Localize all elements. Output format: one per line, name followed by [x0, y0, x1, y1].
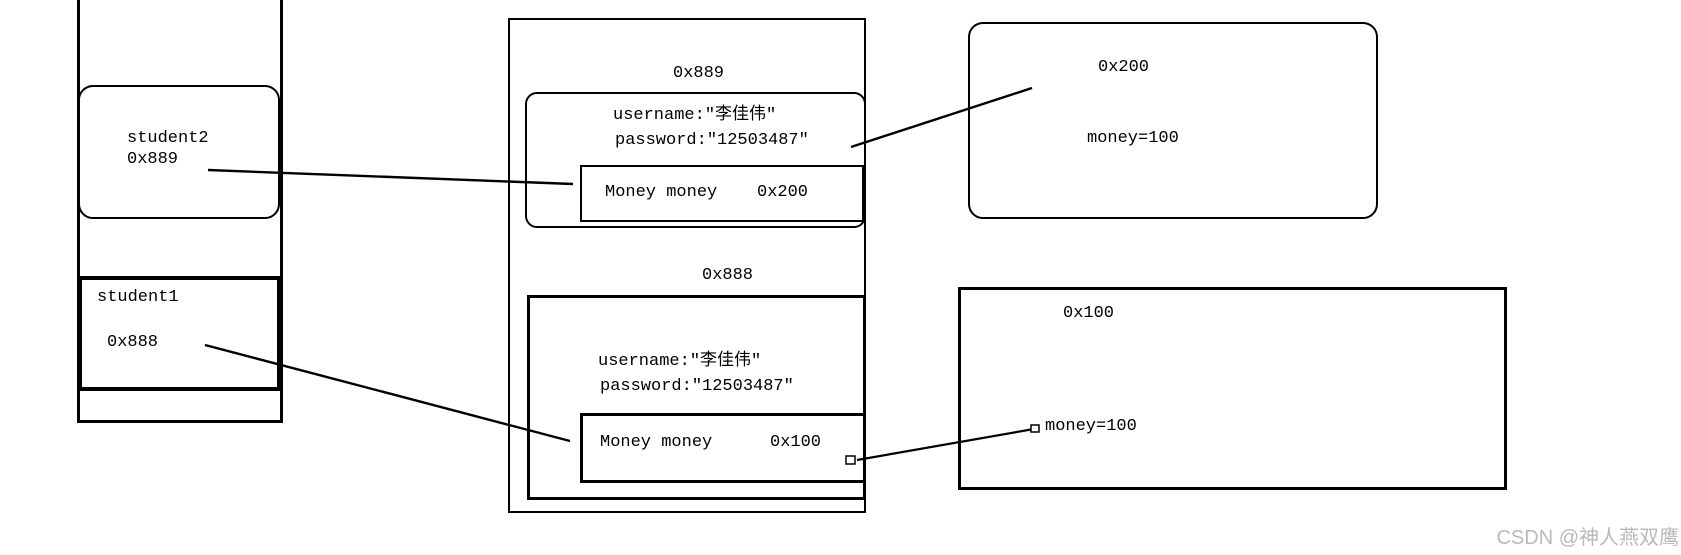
money100-address-label: 0x100 [1063, 304, 1115, 323]
student-object-889-box [525, 92, 866, 228]
obj888-username-field: username:"李佳伟" [598, 352, 762, 371]
money100-field-value: money=100 [1045, 417, 1137, 436]
obj889-username-field: username:"李佳伟" [613, 106, 777, 125]
money200-address-label: 0x200 [1098, 58, 1150, 77]
obj888-money-declaration: Money money [600, 433, 713, 452]
obj889-address-label: 0x889 [673, 64, 725, 83]
student2-address-label: 0x889 [127, 150, 179, 169]
stack-frame [77, 0, 283, 423]
obj889-money-declaration: Money money [605, 183, 718, 202]
student1-reference-box [78, 276, 281, 391]
obj888-password-field: password:"12503487" [600, 377, 794, 396]
obj889-money-field-box [580, 165, 864, 222]
student1-address-label: 0x888 [107, 333, 159, 352]
heap-frame [508, 18, 866, 513]
obj889-password-field: password:"12503487" [615, 131, 809, 150]
obj888-address-label: 0x888 [702, 266, 754, 285]
student2-name-label: student2 [127, 129, 209, 148]
student1-name-label: student1 [97, 288, 179, 307]
student2-reference-box [78, 85, 280, 219]
money-object-200-box [968, 22, 1378, 219]
obj889-money-value: 0x200 [757, 183, 809, 202]
obj888-money-value: 0x100 [770, 433, 822, 452]
csdn-watermark: CSDN @神人燕双鹰 [1496, 527, 1679, 549]
money-object-100-box [958, 287, 1507, 490]
money200-field-value: money=100 [1087, 129, 1179, 148]
